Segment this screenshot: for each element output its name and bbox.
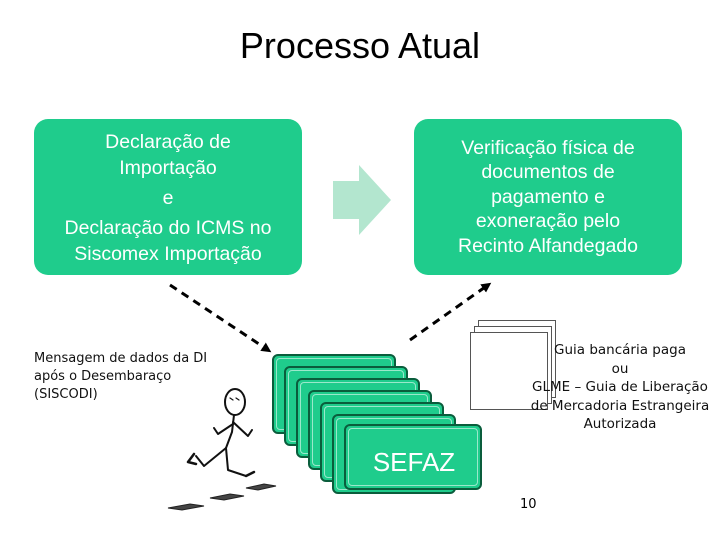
import-declaration-line2: Importação <box>119 157 217 179</box>
import-declaration-box: Declaração de Importação e Declaração do… <box>34 119 302 275</box>
sefaz-card <box>344 424 482 490</box>
dashed-arrow-to-recinto <box>409 282 492 342</box>
import-declaration-line1: Declaração de <box>105 131 231 153</box>
guia-label: Guia bancária paga ou GLME – Guia de Lib… <box>520 341 720 434</box>
document-page-icon <box>470 332 548 410</box>
verification-line2: documentos de <box>481 161 615 184</box>
import-declaration-conjunction: e <box>162 187 174 209</box>
icms-declaration-line2: Siscomex Importação <box>74 243 262 265</box>
message-line2: após o Desembaraço <box>34 369 172 384</box>
verification-line4: exoneração pelo <box>475 210 621 233</box>
guia-line2: ou <box>611 360 629 377</box>
guia-line4: de Mercadoria Estrangeira <box>530 397 710 414</box>
physical-verification-box: Verificação física de documentos de paga… <box>414 119 682 275</box>
guia-line3: GLME – Guia de Liberação <box>532 379 708 395</box>
message-line3: (SISCODI) <box>34 387 98 402</box>
sefaz-label: SEFAZ <box>372 446 456 477</box>
guia-line1: Guia bancária paga <box>554 342 686 358</box>
verification-line5: Recinto Alfandegado <box>458 234 638 257</box>
right-arrow-icon <box>333 165 391 235</box>
guia-line5: Autorizada <box>583 416 657 432</box>
verification-line1: Verificação física de <box>461 136 635 159</box>
dashed-arrow-to-sefaz <box>169 283 272 353</box>
icms-declaration-line1: Declaração do ICMS no <box>64 217 272 239</box>
message-label: Mensagem de dados da DI após o Desembara… <box>34 350 274 404</box>
slide-title: Processo Atual <box>239 25 481 66</box>
page-number: 10 <box>520 497 537 512</box>
message-line1: Mensagem de dados da DI <box>34 351 208 366</box>
verification-line3: pagamento e <box>491 185 605 208</box>
